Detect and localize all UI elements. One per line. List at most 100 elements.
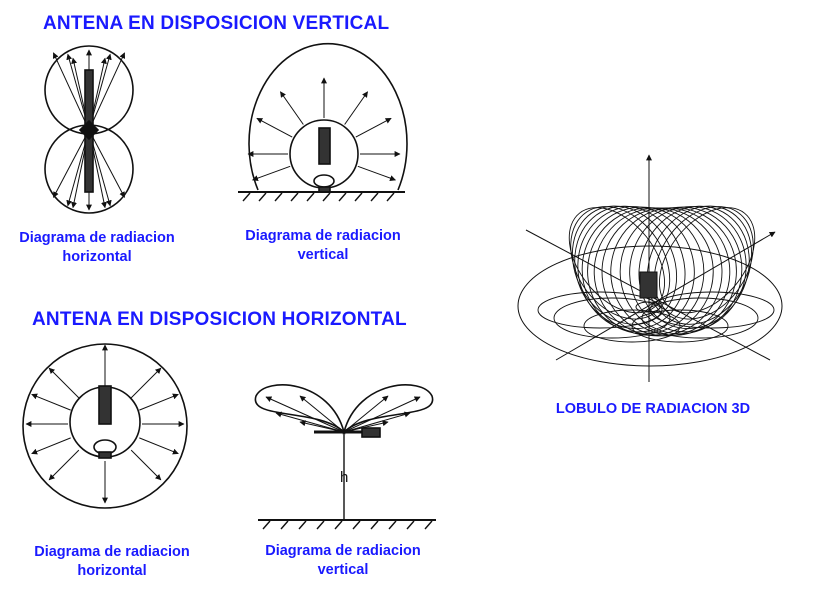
hatch-mark xyxy=(274,192,283,202)
feed-point xyxy=(78,119,100,141)
lobe-ring xyxy=(653,206,754,320)
hatch-mark xyxy=(386,192,395,202)
radiation-arrow xyxy=(256,117,293,138)
radiation-arrow xyxy=(279,91,304,125)
antenna-element xyxy=(98,385,112,425)
hatch-mark xyxy=(334,520,343,530)
lobe-ring xyxy=(568,207,665,314)
radiation-arrow xyxy=(275,411,345,433)
left-lobe xyxy=(254,384,346,435)
lobe-rings xyxy=(537,205,775,343)
lower-lobe-ring xyxy=(649,291,775,329)
ground-hatch xyxy=(242,192,395,202)
hatch-mark xyxy=(370,192,379,202)
antenna-base-loop xyxy=(635,301,661,313)
caption-horizontal-antenna-horizontal-pattern: Diagrama de radiacion horizontal xyxy=(19,543,205,581)
hatch-mark xyxy=(242,192,251,202)
radiation-lobe-3d xyxy=(517,154,783,382)
hatch-mark xyxy=(370,520,379,530)
radiation-arrow xyxy=(265,396,345,433)
horizontal-antenna-vertical-pattern: h xyxy=(254,384,436,530)
vertical-antenna-horizontal-pattern xyxy=(44,45,134,214)
hatch-mark xyxy=(338,192,347,202)
lower-lobe-ring xyxy=(553,297,671,339)
radiation-arrow xyxy=(139,393,179,411)
hatch-mark xyxy=(424,520,433,530)
radiation-arrow xyxy=(343,395,389,433)
caption-line-2: horizontal xyxy=(62,249,132,265)
antenna-element xyxy=(318,127,331,165)
radiation-arrow xyxy=(130,449,162,481)
lower-lobe-ring xyxy=(583,309,681,343)
ground-ellipse xyxy=(517,245,783,367)
hatch-mark xyxy=(262,520,271,530)
caption-line-1: Diagrama de radiacion xyxy=(265,543,421,559)
lobe-ring xyxy=(659,207,756,314)
title-vertical: ANTENA EN DISPOSICION VERTICAL xyxy=(43,13,390,34)
lower-lobe-ring xyxy=(537,291,663,329)
antenna-element xyxy=(639,271,658,299)
antenna-base xyxy=(98,451,112,459)
caption-horizontal-antenna-vertical-pattern: Diagrama de radiacion vertical xyxy=(250,542,436,580)
hatch-mark xyxy=(280,520,289,530)
radiation-arrow xyxy=(343,396,421,433)
lobe-ring xyxy=(638,205,750,330)
hatch-mark xyxy=(352,520,361,530)
outer-circle xyxy=(22,343,188,509)
radiation-arrow xyxy=(88,52,126,131)
radiation-arrow xyxy=(139,437,179,455)
caption-line-1: Diagrama de radiacion xyxy=(34,544,190,560)
lobe-ring xyxy=(581,206,705,335)
radiation-arrow xyxy=(343,420,389,433)
caption-vertical-antenna-horizontal-pattern: Diagrama de radiacion horizontal xyxy=(4,229,190,267)
hatch-mark xyxy=(388,520,397,530)
hatch-mark xyxy=(316,520,325,530)
lobe-ring xyxy=(577,206,695,333)
hatch-mark xyxy=(354,192,363,202)
ground-hatch xyxy=(262,520,433,530)
caption-line-2: horizontal xyxy=(77,563,147,579)
radiation-arrow xyxy=(252,165,291,181)
radiation-arrow xyxy=(88,129,126,198)
caption-line-2: vertical xyxy=(317,562,369,578)
hatch-mark xyxy=(290,192,299,202)
small-loop xyxy=(313,174,335,188)
caption-3d-lobe: LOBULO DE RADIACION 3D xyxy=(555,401,751,417)
radiation-arrow xyxy=(355,117,392,138)
radiation-arrow xyxy=(52,129,90,198)
caption-line-1: Diagrama de radiacion xyxy=(19,230,175,246)
radiation-arrow xyxy=(31,393,71,411)
radiation-arrow xyxy=(299,395,345,433)
radiation-arrow xyxy=(52,52,90,131)
lobe-ring xyxy=(587,207,714,336)
antenna-feed xyxy=(361,427,381,438)
radiation-arrow xyxy=(357,165,396,181)
hatch-mark xyxy=(306,192,315,202)
radiation-arrow xyxy=(344,91,369,125)
lobe-ring xyxy=(646,205,753,325)
caption-line-1: Diagrama de radiacion xyxy=(245,228,401,244)
radiation-arrow xyxy=(48,367,80,399)
radiation-arrow xyxy=(299,420,345,433)
hatch-mark xyxy=(258,192,267,202)
lobe-ring xyxy=(610,207,737,336)
height-label: h xyxy=(340,469,348,486)
right-lobe xyxy=(342,384,434,435)
lobe-ring xyxy=(574,205,686,330)
lobe-ring xyxy=(629,206,747,333)
radiation-arrow xyxy=(130,367,162,399)
radiation-arrow xyxy=(31,437,71,455)
hatch-mark xyxy=(406,520,415,530)
hatch-mark xyxy=(298,520,307,530)
vertical-antenna-vertical-pattern xyxy=(238,42,408,202)
hatch-mark xyxy=(322,192,331,202)
radiation-arrow xyxy=(48,449,80,481)
title-horizontal: ANTENA EN DISPOSICION HORIZONTAL xyxy=(32,309,407,330)
horizontal-axis xyxy=(555,231,776,361)
lower-lobe-ring xyxy=(631,309,729,343)
caption-vertical-antenna-vertical-pattern: Diagrama de radiacion vertical xyxy=(230,227,416,265)
outer-lobe xyxy=(248,42,408,191)
lower-lobe-ring xyxy=(641,297,759,339)
caption-line-2: vertical xyxy=(297,247,349,263)
